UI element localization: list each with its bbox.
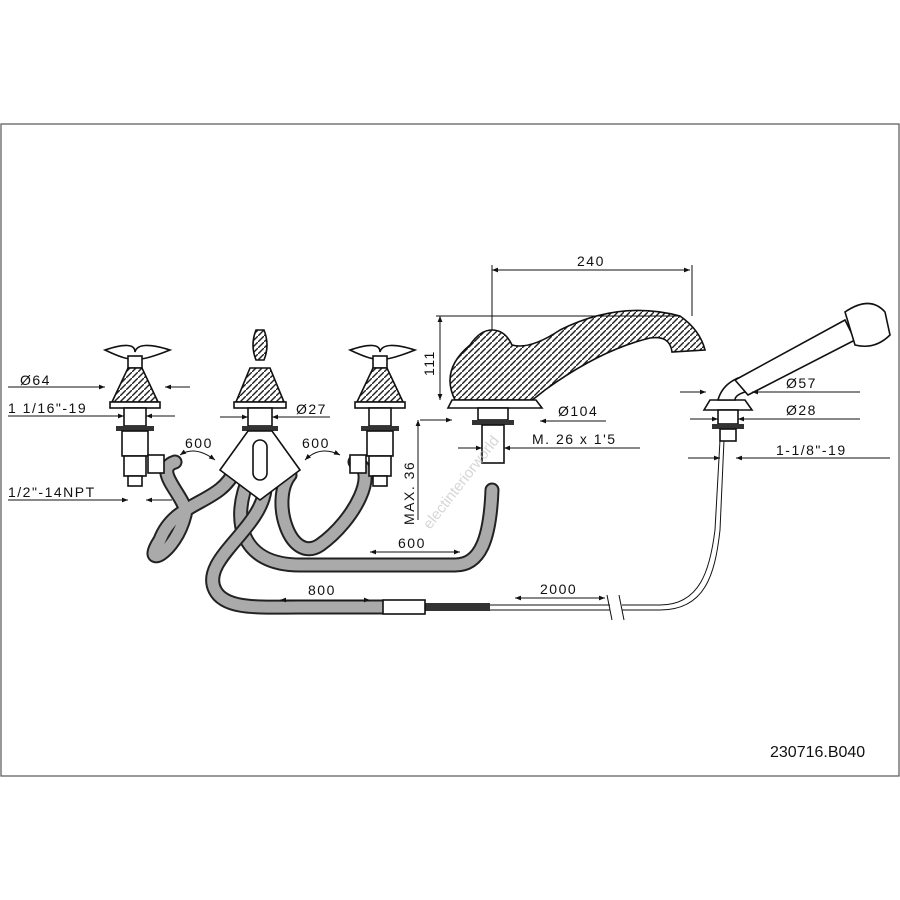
label-hose-left: 600 bbox=[185, 435, 213, 451]
label-spout-base-diameter: Ø104 bbox=[558, 403, 598, 419]
right-handle-valve bbox=[347, 344, 418, 487]
bath-spout bbox=[446, 309, 707, 464]
hand-shower bbox=[702, 302, 891, 442]
label-handle-diameter: Ø64 bbox=[20, 372, 51, 388]
label-shower-base-diameter: Ø57 bbox=[786, 375, 817, 391]
label-spout-reach: 240 bbox=[577, 253, 605, 269]
label-center-diameter: Ø27 bbox=[296, 401, 327, 417]
hoses bbox=[146, 439, 725, 621]
left-handle-valve bbox=[102, 344, 173, 487]
label-max-deck: MAX. 36 bbox=[401, 461, 417, 525]
label-spout-height: 111 bbox=[421, 350, 437, 376]
center-diverter bbox=[218, 329, 302, 501]
label-spout-hose: 600 bbox=[398, 535, 426, 551]
dimension-lines bbox=[8, 265, 890, 603]
label-shower-hose: 2000 bbox=[540, 581, 577, 597]
label-diverter-hose: 800 bbox=[308, 582, 336, 598]
label-inlet-thread: 1/2"-14NPT bbox=[8, 484, 96, 500]
label-spout-thread: M. 26 x 1'5 bbox=[532, 431, 617, 447]
drawing-code: 230716.B040 bbox=[770, 744, 865, 761]
hose-connector bbox=[382, 599, 426, 615]
drawing-frame bbox=[0, 123, 900, 777]
label-shower-shank-diameter: Ø28 bbox=[786, 402, 817, 418]
label-shower-thread: 1-1/8"-19 bbox=[776, 442, 847, 458]
label-hose-right: 600 bbox=[302, 435, 330, 451]
label-handle-thread: 1 1/16"-19 bbox=[8, 400, 87, 416]
